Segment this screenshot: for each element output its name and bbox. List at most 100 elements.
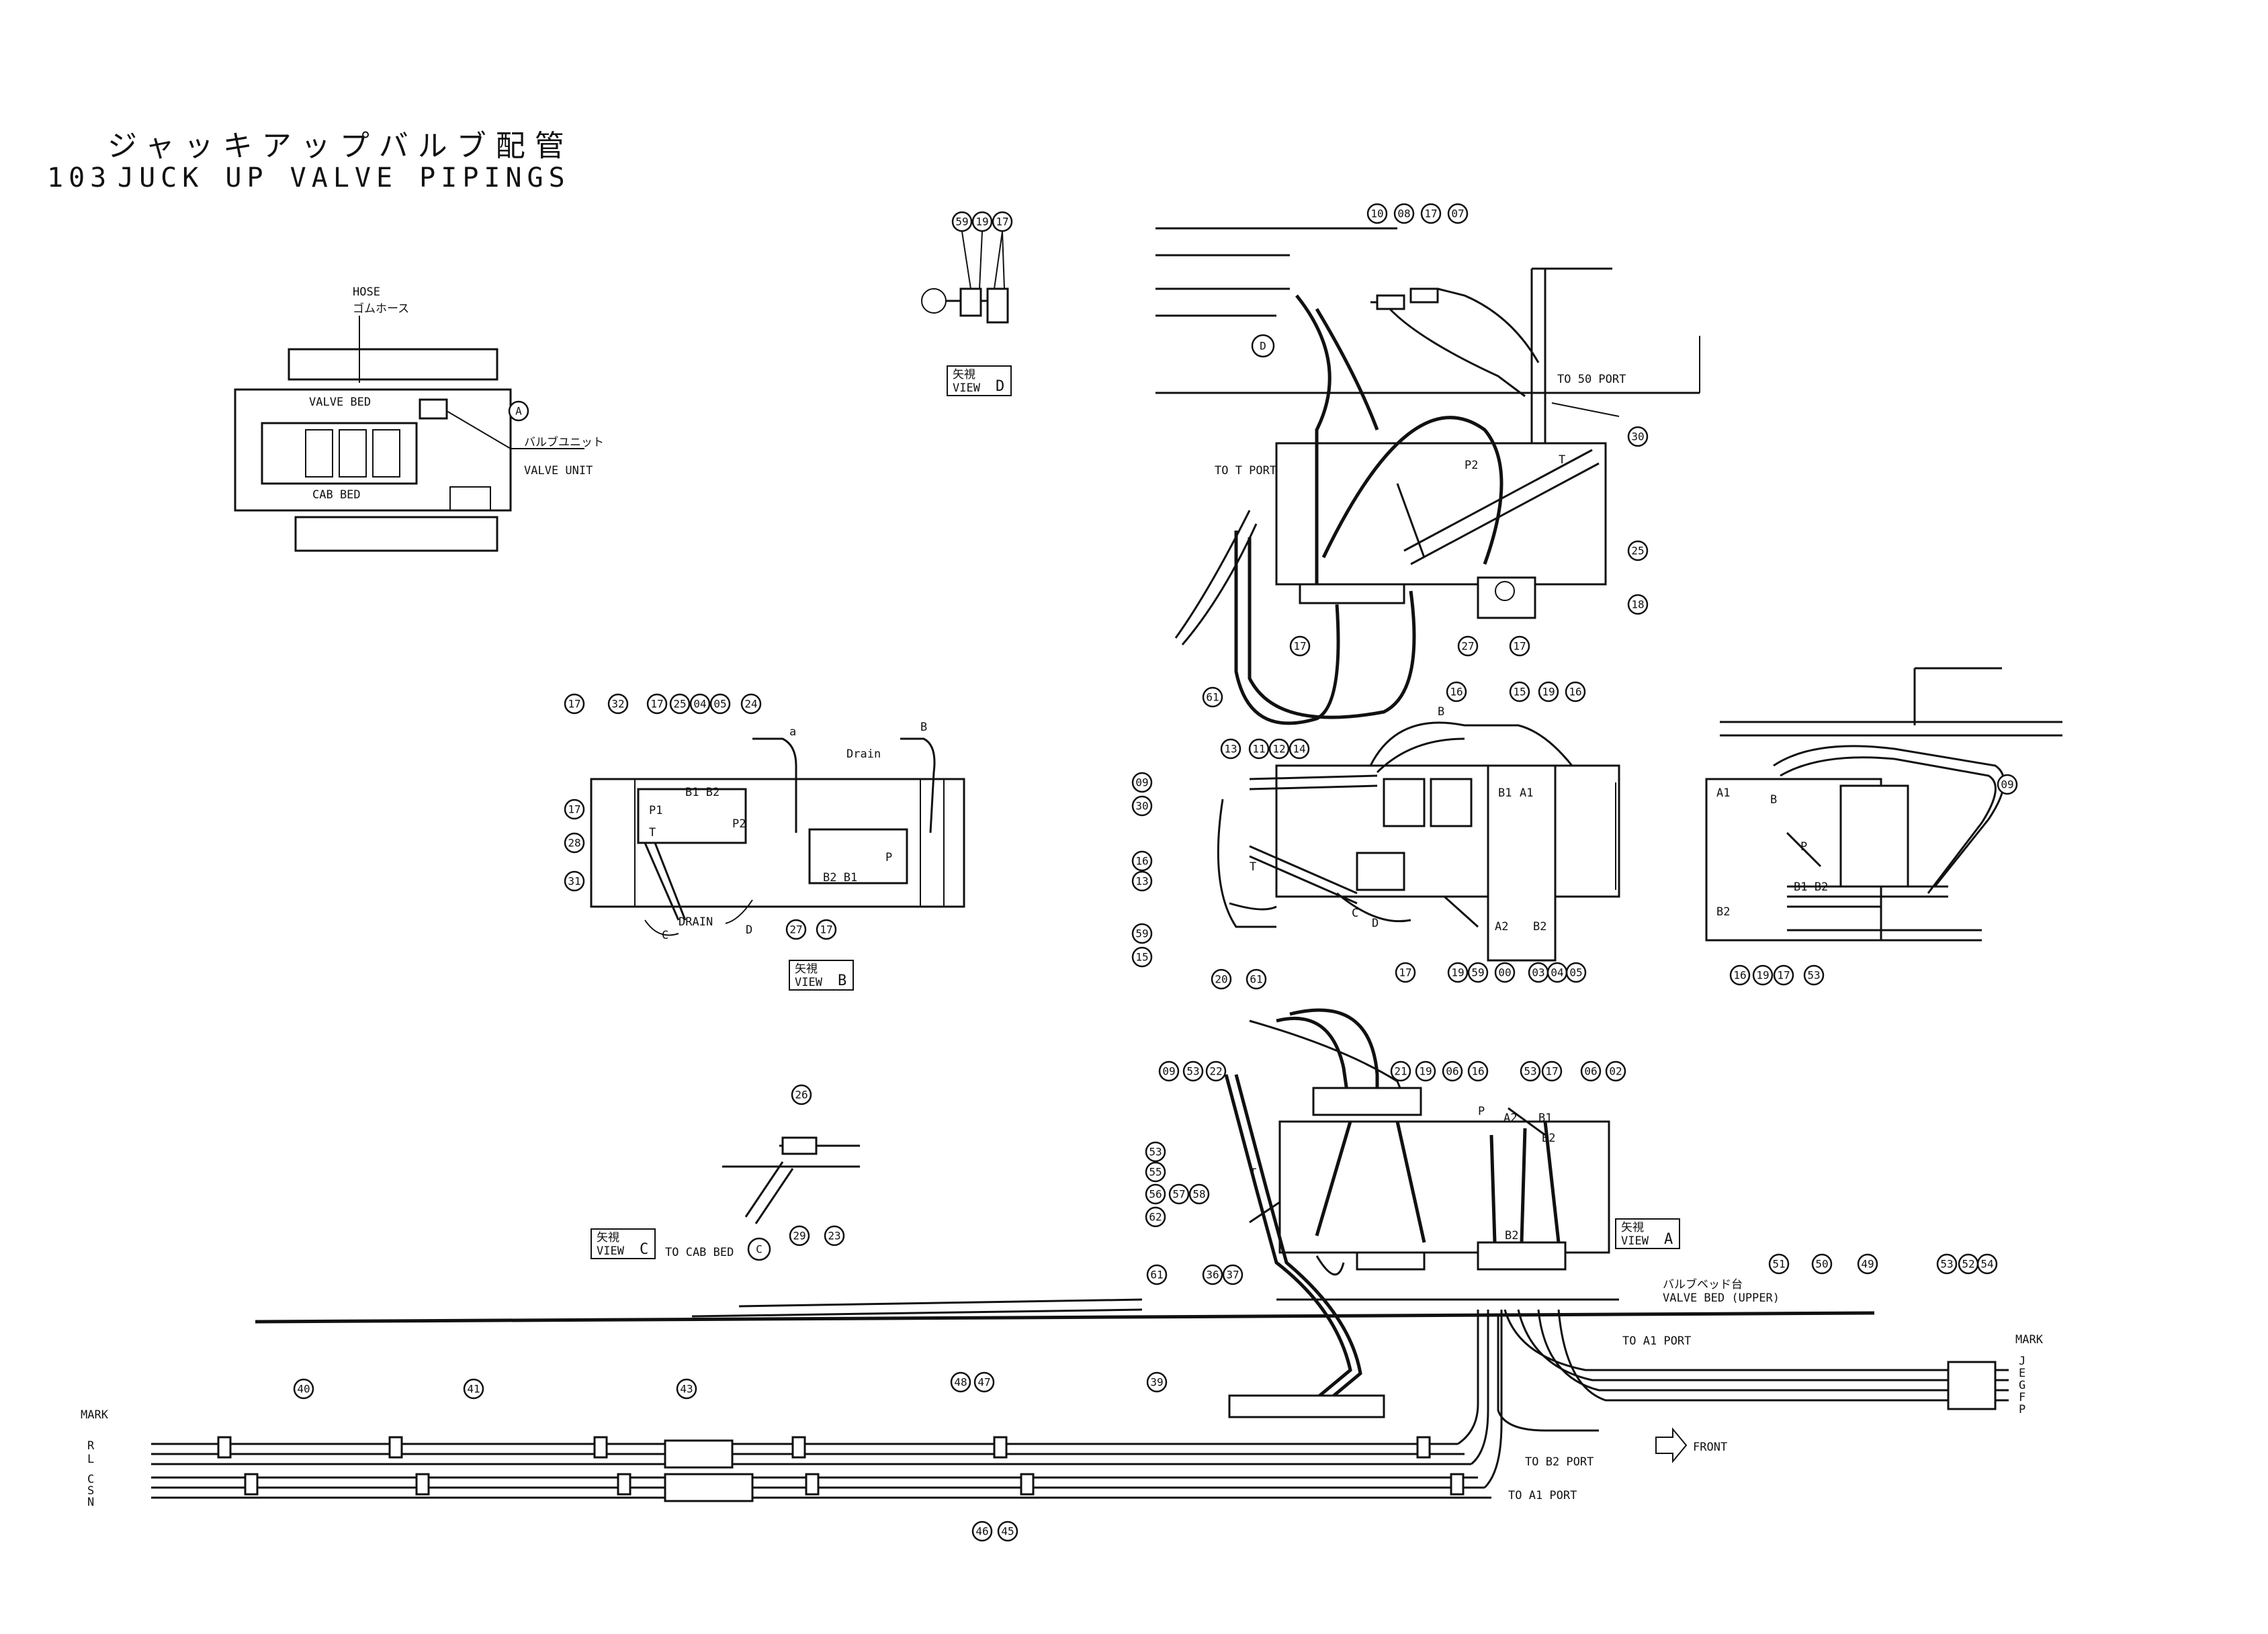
view-b-port-p2: P2 <box>732 817 746 831</box>
svg-text:53: 53 <box>1524 1065 1536 1078</box>
svg-text:VIEW: VIEW <box>597 1244 625 1258</box>
mark-right-item: E <box>2019 1367 2025 1380</box>
bubble-m03: 03 <box>1528 962 1549 983</box>
mid-port-a2: A2 <box>1495 920 1508 934</box>
svg-text:15: 15 <box>1135 951 1148 964</box>
bubble-a58: 58 <box>1188 1183 1210 1205</box>
svg-text:19: 19 <box>1542 686 1555 698</box>
view-b-label: 矢視 VIEW B <box>789 960 854 991</box>
bubble-b04: 04 <box>689 693 711 715</box>
bubble-b05: 05 <box>709 693 731 715</box>
svg-text:52: 52 <box>1962 1258 1974 1271</box>
svg-text:矢視: 矢視 <box>795 962 818 976</box>
view-b-drain-lower: DRAIN <box>679 915 713 929</box>
svg-text:VIEW: VIEW <box>953 381 981 395</box>
bubble-a20: 20 <box>1211 968 1232 990</box>
bubble-m59b: 59 <box>1467 962 1489 983</box>
right-valve-assembly: A1 B2 B1 B2 B P 09 16 19 17 53 <box>1705 667 2062 986</box>
svg-text:17: 17 <box>1293 640 1306 653</box>
bubble-a16: 16 <box>1467 1060 1489 1082</box>
mark-right-item: F <box>2019 1391 2025 1404</box>
bubble-l48: 48 <box>950 1371 971 1393</box>
bubble-a02: 02 <box>1605 1060 1626 1082</box>
svg-text:32: 32 <box>611 698 624 711</box>
bubble-b28: 28 <box>564 832 585 854</box>
mark-right-item: P <box>2019 1403 2025 1416</box>
bubble-l45: 45 <box>997 1520 1018 1542</box>
svg-text:17: 17 <box>996 216 1008 228</box>
svg-text:61: 61 <box>1150 1269 1163 1281</box>
view-d-label: 矢視 VIEW D <box>947 365 1012 396</box>
bubble-d19: 19 <box>971 211 993 232</box>
view-b-port-t: T <box>649 826 656 839</box>
bubble-t08: 08 <box>1393 203 1415 224</box>
bubble-b31: 31 <box>564 870 585 892</box>
bubble-m19: 19 <box>1538 681 1559 702</box>
svg-text:19: 19 <box>1756 969 1769 982</box>
svg-text:04: 04 <box>693 698 706 711</box>
bubble-b25: 25 <box>669 693 691 715</box>
svg-text:40: 40 <box>297 1383 310 1396</box>
bubble-r19: 19 <box>1752 964 1774 986</box>
bubble-a55: 55 <box>1145 1161 1166 1183</box>
mark-left-item: L <box>87 1453 94 1466</box>
svg-text:18: 18 <box>1631 598 1644 611</box>
valve-bed-label: VALVE BED <box>309 396 371 409</box>
svg-text:36: 36 <box>1206 1269 1219 1281</box>
bubble-m13: 13 <box>1220 738 1241 760</box>
svg-text:26: 26 <box>795 1089 808 1101</box>
bubble-m59: 59 <box>1131 923 1153 944</box>
svg-text:02: 02 <box>1609 1065 1622 1078</box>
bubble-m11: 11 <box>1248 738 1270 760</box>
svg-text:45: 45 <box>1001 1525 1014 1538</box>
bubble-l39: 39 <box>1146 1371 1168 1393</box>
view-c-detail: 26 29 23 C TO CAB BED 矢視 VIEW C <box>591 1084 860 1261</box>
bubble-m17: 17 <box>1395 962 1416 983</box>
svg-text:15: 15 <box>1513 686 1526 698</box>
svg-text:30: 30 <box>1631 430 1644 443</box>
bubble-m16: 16 <box>1446 681 1467 702</box>
bubble-t17b: 17 <box>1289 635 1311 657</box>
svg-text:矢視: 矢視 <box>1621 1221 1644 1234</box>
svg-text:20: 20 <box>1215 973 1227 986</box>
to-a1-port-upper-label: TO A1 PORT <box>1622 1334 1691 1348</box>
bubble-a37: 37 <box>1222 1264 1244 1285</box>
top-port-p2: P2 <box>1465 459 1478 472</box>
svg-text:17: 17 <box>1424 208 1437 220</box>
valve-bed-upper-label: VALVE BED (UPPER) <box>1663 1291 1780 1305</box>
bubble-m12: 12 <box>1268 738 1290 760</box>
svg-text:05: 05 <box>713 698 726 711</box>
valve-bed-upper-jp: バルブベッド台 <box>1663 1277 1743 1291</box>
bubble-m04: 04 <box>1546 962 1568 983</box>
bubble-a61b: 61 <box>1146 1264 1168 1285</box>
view-b-port-b2b1: B2 B1 <box>823 871 857 884</box>
bubble-t07: 07 <box>1447 203 1469 224</box>
bubble-a61: 61 <box>1246 968 1267 990</box>
bubble-a09: 09 <box>1158 1060 1180 1082</box>
svg-text:05: 05 <box>1569 966 1582 979</box>
mark-left-item: N <box>87 1496 94 1509</box>
svg-text:17: 17 <box>568 803 580 816</box>
view-b-letter-b: B <box>920 721 927 734</box>
bubble-l46: 46 <box>971 1520 993 1542</box>
bubble-r51: 51 <box>1768 1253 1790 1275</box>
svg-text:19: 19 <box>1451 966 1464 979</box>
top-valve-assembly: TO 50 PORT TO T PORT P2 T D 10 08 17 07 … <box>1155 203 1700 725</box>
bubble-b17d: 17 <box>816 919 837 940</box>
svg-text:13: 13 <box>1135 875 1148 888</box>
bubble-t61: 61 <box>1202 686 1223 708</box>
bubble-t30: 30 <box>1627 426 1649 447</box>
bubble-a06: 06 <box>1442 1060 1463 1082</box>
svg-text:56: 56 <box>1149 1188 1162 1201</box>
bubble-m00: 00 <box>1494 962 1516 983</box>
svg-text:11: 11 <box>1252 743 1265 756</box>
svg-text:59: 59 <box>955 216 968 228</box>
bubble-b17c: 17 <box>564 799 585 820</box>
right-port-b1b2: B1 B2 <box>1794 880 1828 894</box>
svg-text:A: A <box>1664 1231 1673 1248</box>
bubble-t17: 17 <box>1420 203 1442 224</box>
bubble-l41: 41 <box>463 1378 484 1400</box>
svg-text:07: 07 <box>1451 208 1464 220</box>
mark-left-item: C <box>87 1473 94 1486</box>
to-50-port-label: TO 50 PORT <box>1557 373 1626 386</box>
